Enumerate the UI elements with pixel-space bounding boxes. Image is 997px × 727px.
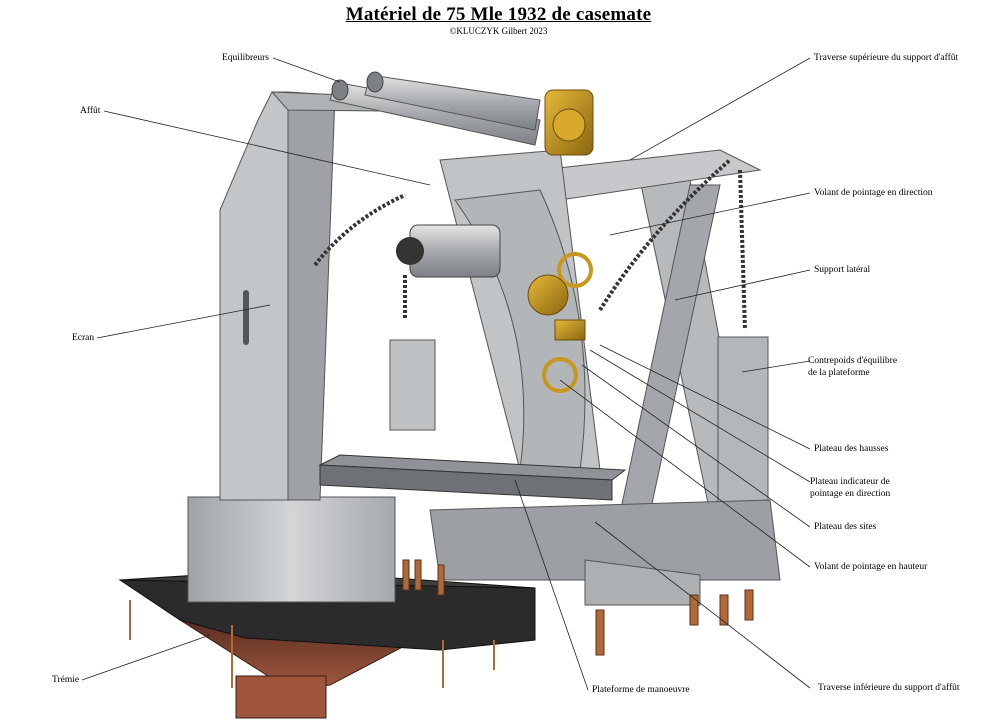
label-plateau-indicateur-line1: Plateau indicateur de (810, 477, 890, 487)
brass-mechanisms (527, 89, 594, 393)
label-plateau-hausses: Plateau des hausses (814, 444, 889, 454)
label-plateau-sites: Plateau des sites (814, 522, 877, 532)
label-equilibreurs: Equilibreurs (222, 53, 269, 63)
label-tremie: Trémie (52, 675, 80, 685)
leader-lines (81, 57, 811, 691)
base-housing (187, 496, 396, 603)
support-feet (402, 559, 754, 656)
plateforme-manoeuvre (318, 454, 627, 501)
support-lateral-frame (429, 149, 781, 606)
label-ecran: Ecran (72, 333, 95, 343)
label-contrepoids-line1: Contrepoids d'équilibre (808, 356, 898, 366)
label-volant-hauteur: Volant de pointage en hauteur (814, 562, 928, 572)
leader-volant-direction (609, 192, 811, 236)
label-contrepoids: Contrepoids d'équilibre de la plateforme (808, 355, 897, 379)
label-affut: Affût (80, 106, 101, 116)
ecran-shield (219, 91, 471, 501)
leader-plateau-sites (581, 364, 811, 528)
page-title: Matériel de 75 Mle 1932 de casemate (345, 4, 652, 25)
leader-traverse-inf (594, 521, 811, 689)
label-traverse-inferieure: Traverse inférieure du support d'affût (818, 683, 960, 693)
leader-plateau-indicateur (589, 349, 811, 483)
equilibreurs-cylinders (329, 71, 541, 146)
leader-ecran (96, 304, 271, 339)
label-plateau-indicateur: Plateau indicateur de pointage en direct… (810, 476, 890, 500)
leader-support-lateral (674, 269, 811, 301)
leader-plateforme (514, 479, 589, 691)
breech-block (396, 224, 501, 278)
leader-tremie (81, 634, 211, 681)
label-traverse-superieure: Traverse supérieure du support d'affût (814, 53, 959, 63)
label-volant-direction: Volant de pointage en direction (814, 188, 933, 198)
label-contrepoids-line2: de la plateforme (808, 368, 870, 378)
label-support-lateral: Support latéral (814, 265, 871, 275)
leader-contrepoids (741, 360, 811, 373)
label-plateforme-manoeuvre: Plateforme de manoeuvre (592, 685, 690, 695)
leader-affut (103, 110, 431, 186)
copyright-credit: ©KLUCZYK Gilbert 2023 (449, 26, 548, 36)
leader-plateau-hausses (599, 344, 811, 450)
leader-traverse-sup (629, 57, 811, 161)
label-plateau-indicateur-line2: pointage en direction (810, 489, 891, 499)
leader-volant-hauteur (559, 379, 811, 568)
drive-chains (313, 158, 747, 331)
leader-equilibreurs (272, 57, 341, 83)
